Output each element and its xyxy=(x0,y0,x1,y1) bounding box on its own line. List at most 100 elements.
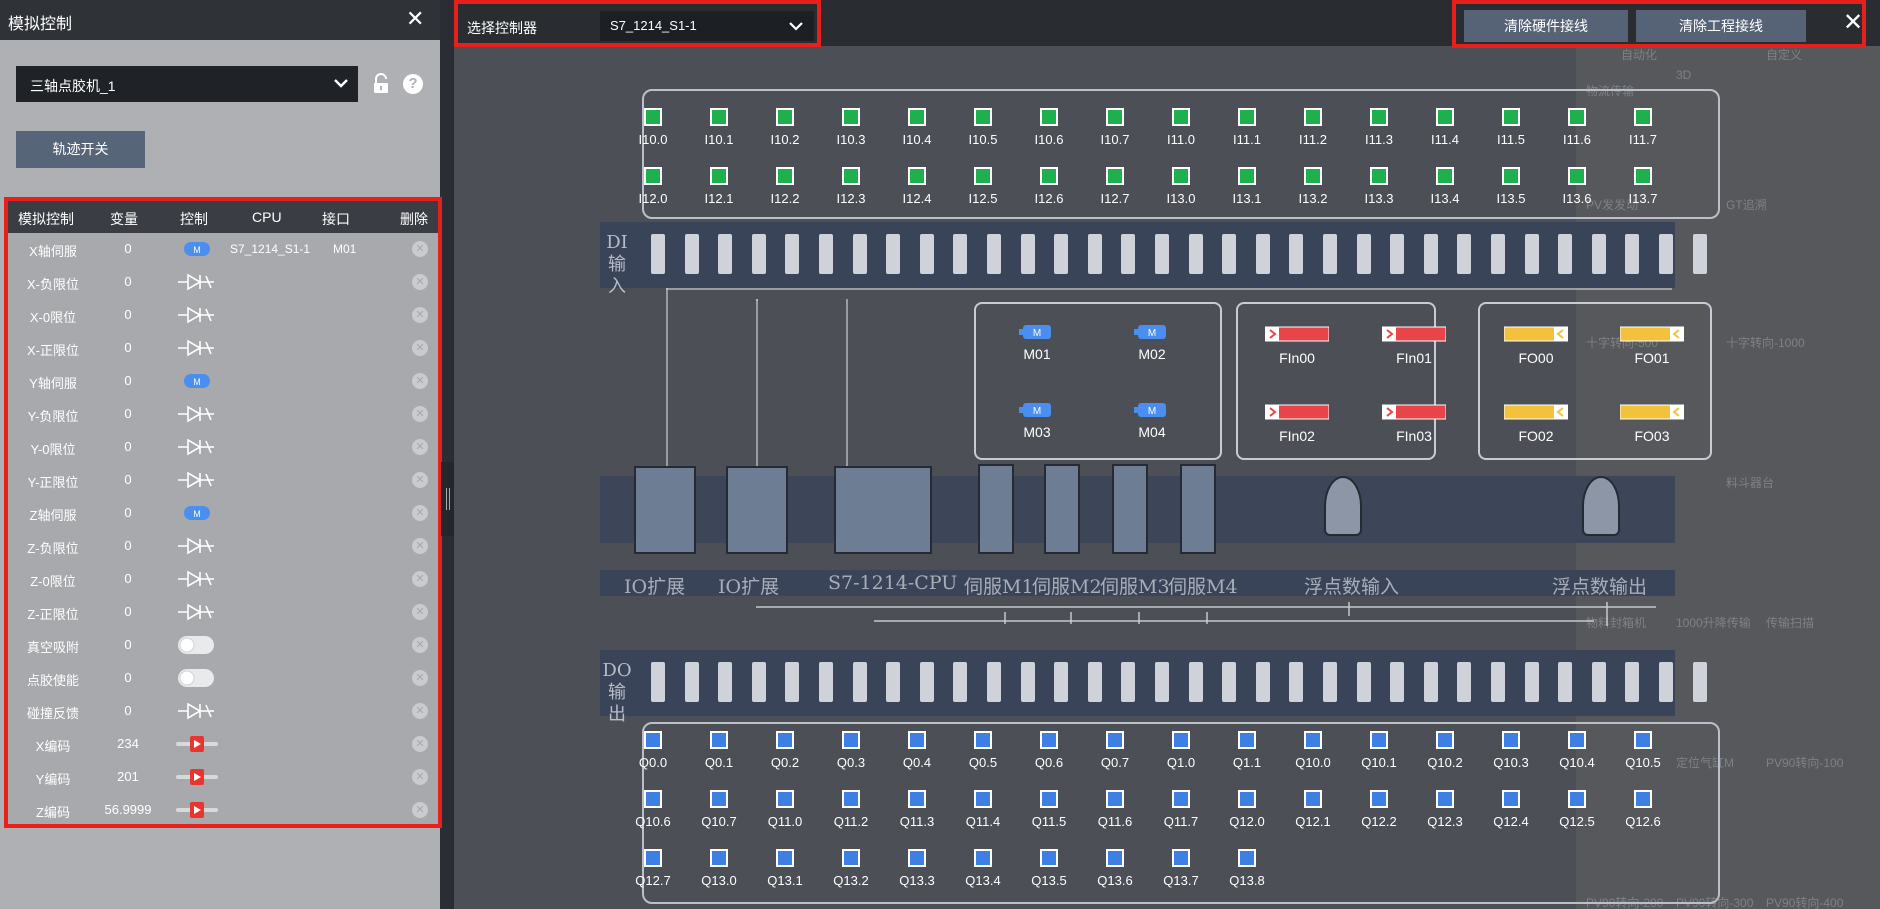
di-point[interactable]: I11.7 xyxy=(1621,108,1665,147)
row-control[interactable]: M xyxy=(174,237,220,261)
hardware-module-image[interactable] xyxy=(726,466,788,554)
float-input[interactable]: FIn01 xyxy=(1380,326,1448,366)
di-point[interactable]: I10.7 xyxy=(1093,108,1137,147)
terminal-block[interactable] xyxy=(819,662,833,702)
delete-icon[interactable]: ✕ xyxy=(412,307,428,323)
delete-icon[interactable]: ✕ xyxy=(412,406,428,422)
row-control[interactable] xyxy=(174,600,220,624)
terminal-block[interactable] xyxy=(1591,234,1606,274)
row-control[interactable] xyxy=(174,666,220,690)
delete-icon[interactable]: ✕ xyxy=(412,538,428,554)
terminal-block[interactable] xyxy=(1255,234,1270,274)
row-control[interactable] xyxy=(174,468,220,492)
float-output[interactable]: FO01 xyxy=(1618,326,1686,366)
do-point[interactable]: Q11.6 xyxy=(1093,790,1137,829)
close-icon[interactable]: ✕ xyxy=(1843,9,1864,36)
di-point[interactable]: I12.2 xyxy=(763,167,807,206)
hardware-module-image[interactable] xyxy=(1180,464,1216,554)
do-point[interactable]: Q13.8 xyxy=(1225,849,1269,888)
do-point[interactable]: Q12.6 xyxy=(1621,790,1665,829)
limit-switch-icon[interactable] xyxy=(174,534,220,558)
delete-icon[interactable]: ✕ xyxy=(412,604,428,620)
terminal-block[interactable] xyxy=(651,662,665,702)
terminal-block[interactable] xyxy=(718,234,733,274)
di-point[interactable]: I13.6 xyxy=(1555,167,1599,206)
delete-icon[interactable]: ✕ xyxy=(412,274,428,290)
hardware-module-image[interactable] xyxy=(1582,476,1620,536)
limit-switch-icon[interactable] xyxy=(174,303,220,327)
row-control[interactable] xyxy=(174,435,220,459)
terminal-block[interactable] xyxy=(819,234,833,274)
terminal-block[interactable] xyxy=(1255,662,1270,702)
terminal-block[interactable] xyxy=(1423,662,1438,702)
delete-icon[interactable]: ✕ xyxy=(412,637,428,653)
close-icon[interactable]: ✕ xyxy=(406,6,425,31)
do-point[interactable]: Q0.1 xyxy=(697,731,741,770)
di-point[interactable]: I10.2 xyxy=(763,108,807,147)
di-point[interactable]: I11.5 xyxy=(1489,108,1533,147)
hardware-module-image[interactable] xyxy=(1324,476,1362,536)
di-point[interactable]: I12.5 xyxy=(961,167,1005,206)
clear-project-wiring-button[interactable]: 清除工程接线 xyxy=(1636,10,1806,42)
terminal-block[interactable] xyxy=(1524,662,1539,702)
terminal-block[interactable] xyxy=(1121,662,1136,702)
do-point[interactable]: Q13.4 xyxy=(961,849,1005,888)
row-control[interactable]: M xyxy=(174,369,220,393)
terminal-block[interactable] xyxy=(1457,662,1472,702)
delete-icon[interactable]: ✕ xyxy=(412,505,428,521)
terminal-block[interactable] xyxy=(953,662,968,702)
terminal-block[interactable] xyxy=(1155,662,1169,702)
di-point[interactable]: I13.5 xyxy=(1489,167,1533,206)
do-point[interactable]: Q12.2 xyxy=(1357,790,1401,829)
terminal-block[interactable] xyxy=(684,662,699,702)
do-point[interactable]: Q0.5 xyxy=(961,731,1005,770)
delete-icon[interactable]: ✕ xyxy=(412,571,428,587)
do-point[interactable]: Q0.3 xyxy=(829,731,873,770)
terminal-block[interactable] xyxy=(1625,234,1640,274)
float-output[interactable]: FO00 xyxy=(1502,326,1570,366)
do-point[interactable]: Q1.1 xyxy=(1225,731,1269,770)
di-point[interactable]: I13.4 xyxy=(1423,167,1467,206)
do-point[interactable]: Q10.6 xyxy=(631,790,675,829)
row-control[interactable] xyxy=(174,402,220,426)
do-point[interactable]: Q11.0 xyxy=(763,790,807,829)
di-point[interactable]: I10.6 xyxy=(1027,108,1071,147)
terminal-block[interactable] xyxy=(953,234,968,274)
do-point[interactable]: Q11.3 xyxy=(895,790,939,829)
limit-switch-icon[interactable] xyxy=(174,402,220,426)
di-point[interactable]: I12.4 xyxy=(895,167,939,206)
terminal-block[interactable] xyxy=(751,234,766,274)
delete-icon[interactable]: ✕ xyxy=(412,769,428,785)
do-point[interactable]: Q0.7 xyxy=(1093,731,1137,770)
do-point[interactable]: Q10.7 xyxy=(697,790,741,829)
do-point[interactable]: Q10.1 xyxy=(1357,731,1401,770)
limit-switch-icon[interactable] xyxy=(174,435,220,459)
do-point[interactable]: Q12.7 xyxy=(631,849,675,888)
terminal-block[interactable] xyxy=(1524,234,1539,274)
do-point[interactable]: Q11.2 xyxy=(829,790,873,829)
di-point[interactable]: I12.3 xyxy=(829,167,873,206)
terminal-block[interactable] xyxy=(1020,662,1035,702)
terminal-block[interactable] xyxy=(1222,234,1237,274)
terminal-block[interactable] xyxy=(987,234,1001,274)
terminal-block[interactable] xyxy=(1054,234,1069,274)
di-point[interactable]: I13.2 xyxy=(1291,167,1335,206)
do-point[interactable]: Q13.3 xyxy=(895,849,939,888)
do-point[interactable]: Q1.0 xyxy=(1159,731,1203,770)
do-point[interactable]: Q10.3 xyxy=(1489,731,1533,770)
encoder-slider[interactable] xyxy=(174,765,220,789)
terminal-block[interactable] xyxy=(987,662,1001,702)
do-point[interactable]: Q10.2 xyxy=(1423,731,1467,770)
do-point[interactable]: Q12.5 xyxy=(1555,790,1599,829)
di-point[interactable]: I13.3 xyxy=(1357,167,1401,206)
terminal-block[interactable] xyxy=(1491,234,1505,274)
terminal-block[interactable] xyxy=(1625,662,1640,702)
do-point[interactable]: Q10.5 xyxy=(1621,731,1665,770)
row-control[interactable]: M xyxy=(174,501,220,525)
terminal-block[interactable] xyxy=(1356,234,1371,274)
do-point[interactable]: Q0.4 xyxy=(895,731,939,770)
di-point[interactable]: I13.7 xyxy=(1621,167,1665,206)
limit-switch-icon[interactable] xyxy=(174,270,220,294)
device-select[interactable]: 三轴点胶机_1 xyxy=(16,66,358,102)
